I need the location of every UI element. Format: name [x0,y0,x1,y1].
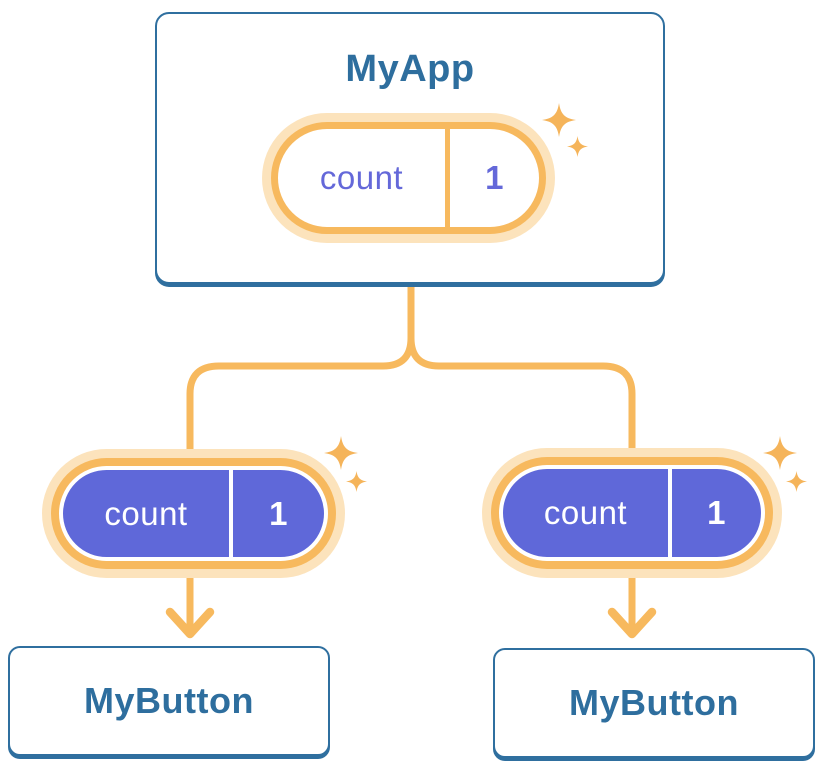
state-name: count [319,159,404,196]
arrow-down-icon [607,607,657,639]
sparkle-icon [763,436,797,470]
component-title: MyApp [345,48,475,90]
prop-pill-right: count 1 [499,465,765,561]
sparkle-icon [346,471,367,492]
state-pill: count 1 [271,122,546,234]
component-title: MyButton [84,680,254,721]
component-title: MyButton [569,682,739,723]
sparkle-icon [786,471,807,492]
prop-value: 1 [229,470,324,557]
component-card-mybutton-left: MyButton [8,646,330,756]
prop-name: count [543,494,628,531]
component-card-mybutton-right: MyButton [493,648,815,758]
connector-left-branch [186,283,415,632]
connector-right-branch [407,283,636,632]
prop-pill-left: count 1 [59,466,328,561]
arrow-down-icon [165,607,215,639]
state-value: 1 [445,129,539,227]
prop-value: 1 [668,469,761,557]
sparkle-icon [324,436,358,470]
prop-name: count [104,494,188,532]
